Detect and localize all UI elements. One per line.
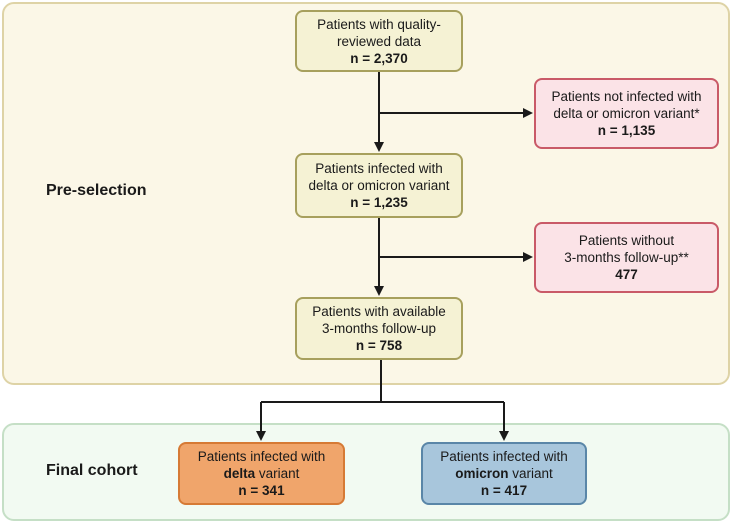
box-text: Patients with quality- (317, 16, 441, 32)
box-count: 477 (615, 267, 638, 282)
box-text: Patients infected with (315, 161, 443, 176)
box-text: Patients not infected with (551, 89, 702, 104)
box-delta-cohort: Patients infected with delta variant n =… (178, 442, 345, 505)
section-label-pre-selection: Pre-selection (46, 182, 147, 199)
box-text: delta or omicron variant* (553, 106, 700, 121)
box-text: delta or omicron variant (308, 178, 450, 193)
box-text: Patients infected with (440, 449, 568, 464)
box-available-followup: Patients with available 3-months follow-… (295, 297, 463, 360)
box-text: Patients without (578, 233, 675, 248)
box-count: n = 1,135 (597, 123, 656, 138)
box-text: 3-months follow-up (321, 321, 437, 336)
variant-suffix: variant (255, 466, 300, 481)
box-text: reviewed data (336, 33, 422, 49)
box-without-followup: Patients without 3-months follow-up** 47… (534, 222, 719, 293)
variant-suffix: variant (508, 466, 553, 481)
section-label-final-cohort: Final cohort (46, 462, 138, 479)
box-count: n = 2,370 (350, 50, 408, 66)
variant-name: omicron (455, 466, 509, 481)
final-cohort-panel (2, 423, 730, 521)
box-count: n = 341 (238, 483, 285, 498)
box-not-infected: Patients not infected with delta or omic… (534, 78, 719, 149)
box-text: Patients with available (312, 304, 446, 319)
box-text: 3-months follow-up** (564, 250, 689, 265)
box-infected: Patients infected with delta or omicron … (295, 153, 463, 218)
box-count: n = 417 (480, 483, 528, 498)
box-variant-line: delta variant (224, 465, 300, 482)
box-count: n = 758 (355, 338, 403, 353)
box-omicron-cohort: Patients infected with omicron variant n… (421, 442, 587, 505)
box-count: n = 1,235 (350, 195, 408, 210)
variant-name: delta (223, 466, 256, 481)
box-text: Patients infected with (197, 449, 326, 464)
box-quality-reviewed: Patients with quality- reviewed data n =… (295, 10, 463, 72)
box-variant-line: omicron variant (455, 465, 553, 482)
